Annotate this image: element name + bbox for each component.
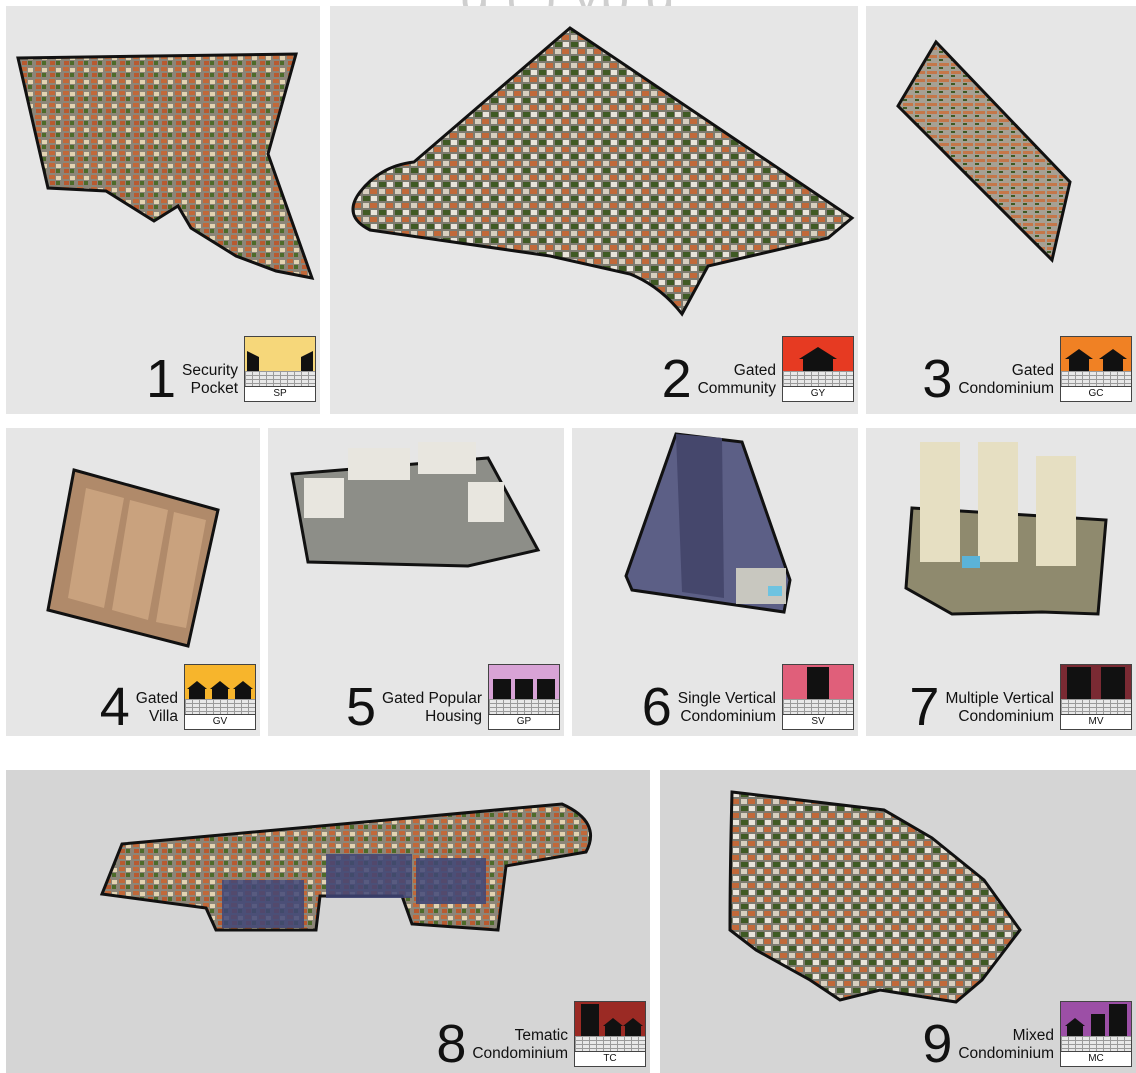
typology-icon-mv: MV (1060, 664, 1132, 730)
aerial-map-tematic-condominium (99, 802, 592, 932)
typology-code: GC (1061, 386, 1131, 401)
typology-number: 4 (99, 677, 130, 736)
typology-icon-gc: GC (1060, 336, 1132, 402)
typology-icon-gp: GP (488, 664, 560, 730)
typology-code: TC (575, 1051, 645, 1066)
typology-number: 1 (145, 349, 176, 409)
typology-icon-mc: MC (1060, 1001, 1132, 1067)
typology-number: 9 (922, 1014, 953, 1073)
aerial-map-single-vertical-condominium (624, 432, 792, 614)
aerial-map-gated-villa (46, 468, 220, 648)
typology-number: 2 (661, 349, 692, 409)
typology-icon-sp: SP (244, 336, 316, 402)
aerial-map-gated-community (351, 26, 855, 317)
typology-icon-sv: SV (782, 664, 854, 730)
aerial-map-mixed-condominium (728, 790, 1022, 1004)
typology-number: 6 (641, 677, 672, 736)
typology-number: 5 (345, 677, 377, 736)
aerial-map-security-pocket (16, 52, 315, 280)
typology-code: GP (489, 714, 559, 729)
typology-number: 3 (922, 349, 953, 409)
typology-icon-tc: TC (574, 1001, 646, 1067)
typology-code: MV (1061, 714, 1131, 729)
typology-icon-gy: GY (782, 336, 854, 402)
typology-number: 8 (436, 1014, 467, 1073)
aerial-map-multiple-vertical-condominium (904, 442, 1108, 616)
typology-code: GV (185, 714, 255, 729)
typology-code: SP (245, 386, 315, 401)
typology-code: GY (783, 386, 853, 401)
aerial-map-gated-condominium (896, 39, 1072, 263)
aerial-map-gated-popular-housing (290, 442, 541, 568)
typology-code: SV (783, 714, 853, 729)
typology-number: 7 (909, 677, 940, 736)
typology-icon-gv: GV (184, 664, 256, 730)
typology-code: MC (1061, 1051, 1131, 1066)
